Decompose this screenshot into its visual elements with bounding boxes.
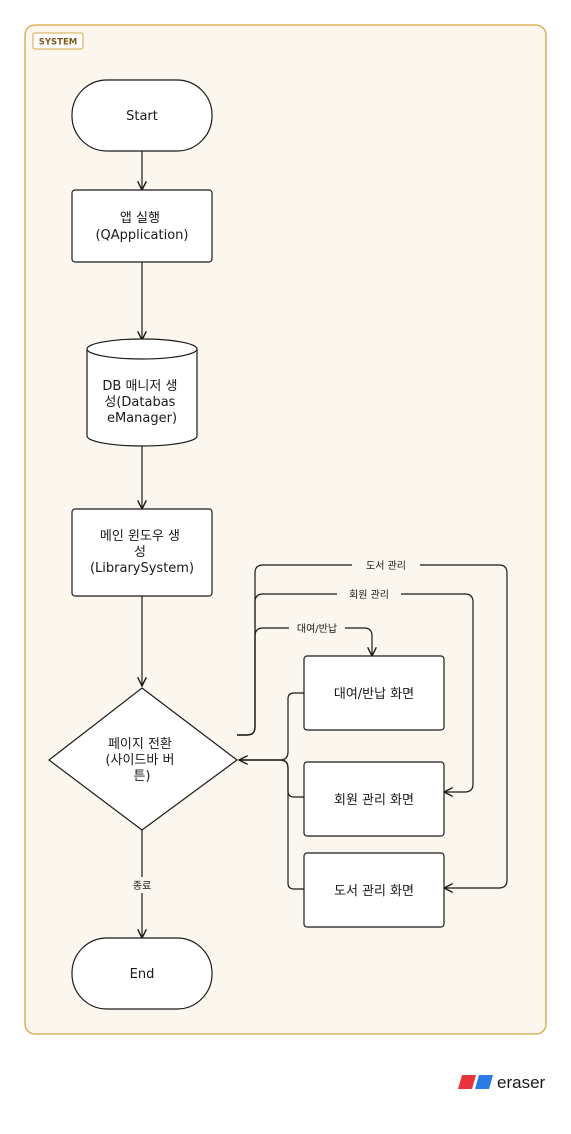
edge-label-member: 회원 관리	[349, 589, 389, 601]
edge-label-bg-member	[337, 586, 401, 602]
member-screen-node-label: 회원 관리 화면	[334, 793, 414, 808]
edge-label-bg-book	[352, 557, 420, 573]
start-node	[71, 79, 213, 152]
eraser-logo: eraser	[458, 1073, 546, 1092]
system-group-label: SYSTEM	[39, 38, 77, 48]
book-screen-node-label: 도서 관리 화면	[334, 884, 414, 899]
db-manager-node	[86, 338, 198, 447]
end-node	[71, 937, 213, 1010]
loan-screen-node-label: 대여/반납 화면	[334, 687, 414, 702]
start-node-label: Start	[126, 109, 158, 124]
main-window-node	[71, 508, 213, 597]
app-run-node-label: 앱 실행 (QApplication)	[95, 210, 188, 243]
end-node-label: End	[130, 967, 155, 982]
edge-book-switch	[240, 759, 304, 890]
app-run-node	[71, 189, 213, 263]
edge-label-loan: 대여/반납	[297, 623, 337, 635]
eraser-logo-blue-mark	[475, 1075, 493, 1089]
main-window-node-label: 메인 윈도우 생 성 (LibrarySystem)	[90, 529, 194, 576]
book-screen-node	[303, 852, 445, 928]
eraser-logo-text: eraser	[497, 1073, 546, 1092]
loan-screen-node	[303, 655, 445, 731]
db-manager-node-label: DB 매니저 생 성(Databas eManager)	[102, 379, 181, 426]
edge-label-end: 종료	[133, 880, 151, 892]
eraser-logo-red-mark	[458, 1075, 476, 1089]
member-screen-node	[303, 761, 445, 837]
edge-label-bg-loan	[289, 620, 345, 636]
page-switch-decision-label: 페이지 전환 (사이드바 버 튼)	[105, 737, 178, 784]
edge-label-book: 도서 관리	[366, 560, 406, 572]
page-switch-decision	[48, 687, 239, 831]
system-group-tag	[32, 32, 84, 50]
edge-label-bg-end	[123, 877, 161, 893]
